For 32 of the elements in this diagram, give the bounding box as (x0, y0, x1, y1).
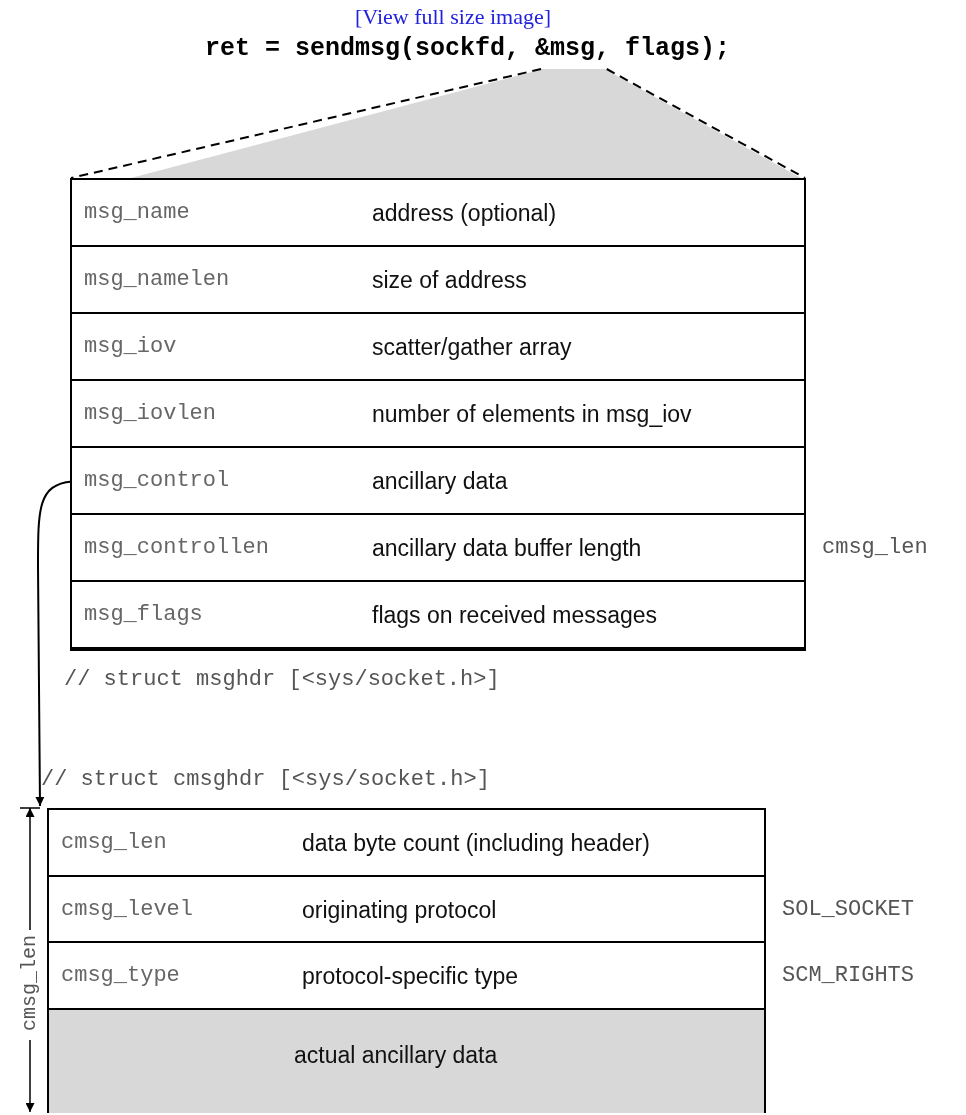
field-description: ancillary data (372, 468, 508, 495)
field-description: protocol-specific type (302, 963, 519, 990)
projection-line (70, 68, 543, 179)
field-name: msg_iovlen (84, 401, 217, 426)
field-description: flags on received messages (372, 602, 658, 629)
field-name: cmsg_type (61, 963, 180, 988)
field-name: msg_control (84, 468, 230, 493)
field-name: msg_controllen (84, 535, 269, 560)
projection-line (605, 68, 806, 179)
struct-heading: // struct cmsghdr [<sys/socket.h>] (41, 767, 490, 792)
field-description: number of elements in msg_iov (372, 401, 692, 428)
dimension-label: cmsg_len (18, 935, 41, 1031)
value-note: SCM_RIGHTS (782, 963, 915, 988)
table-row (49, 1009, 764, 1113)
field-name: msg_name (84, 200, 190, 225)
function-call: ret = sendmsg(sockfd, &msg, flags); (205, 34, 731, 63)
field-description: actual ancillary data (294, 1041, 498, 1069)
field-description: ancillary data buffer length (372, 535, 642, 562)
value-note: cmsg_len (822, 535, 928, 560)
field-name: cmsg_len (61, 830, 167, 855)
link-text: [View full size image] (355, 4, 551, 30)
field-name: msg_flags (84, 602, 203, 627)
field-name: msg_namelen (84, 267, 230, 292)
field-description: data byte count (including header) (302, 830, 650, 857)
field-name: cmsg_level (61, 896, 194, 922)
field-name: msg_iov (84, 334, 177, 359)
field-description: size of address (372, 267, 527, 294)
struct-heading: // struct msghdr [<sys/socket.h>] (64, 667, 500, 692)
field-description: scatter/gather array (372, 334, 572, 361)
field-description: address (optional) (372, 200, 557, 227)
field-description: originating protocol (302, 896, 497, 924)
value-note: SOL_SOCKET (782, 896, 915, 922)
